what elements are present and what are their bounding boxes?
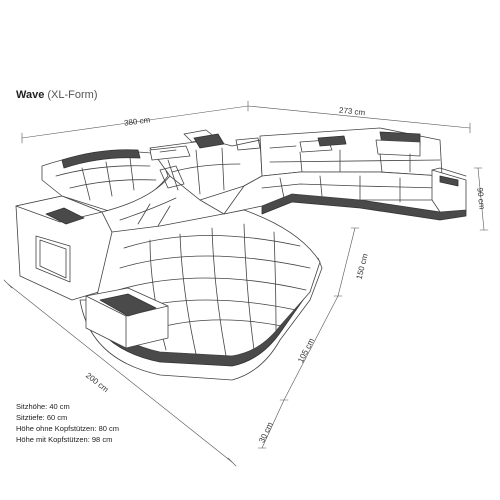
corner-headrest-2: [149, 145, 191, 161]
spec-value: 60 cm: [46, 413, 68, 422]
spec-value: 98 cm: [91, 435, 113, 444]
spec-label: Sitztiefe:: [16, 413, 45, 422]
console-panel-icon: [45, 207, 85, 225]
spec-label: Sitzhöhe:: [16, 402, 48, 411]
right-headrest-icon-1: [317, 135, 347, 147]
product-title: Wave (XL-Form): [16, 89, 98, 101]
spec-height-without-headrest: Höhe ohne Kopfstützen: 80 cm: [16, 423, 119, 434]
spec-seat-depth: Sitztiefe: 60 cm: [16, 412, 119, 423]
product-subtitle: (XL-Form): [47, 89, 98, 101]
spec-value: 40 cm: [49, 402, 70, 411]
front-tray-icon: [99, 293, 157, 317]
right-console-icon: [439, 175, 459, 187]
right-headrest-2: [375, 139, 421, 157]
product-name: Wave: [16, 89, 45, 101]
spec-list: Sitzhöhe: 40 cm Sitztiefe: 60 cm Höhe oh…: [16, 401, 119, 445]
left-headrest-icon: [61, 149, 141, 169]
spec-value: 80 cm: [98, 424, 120, 433]
spec-label: Höhe mit Kopfstützen:: [16, 435, 90, 444]
right-armrest: [431, 169, 467, 213]
dimension-lines: [3, 100, 489, 467]
spec-height-with-headrest: Höhe mit Kopfstützen: 98 cm: [16, 434, 119, 445]
spec-label: Höhe ohne Kopfstützen:: [16, 424, 97, 433]
corner-headrest-icon: [193, 133, 225, 149]
spec-seat-height: Sitzhöhe: 40 cm: [16, 401, 119, 412]
